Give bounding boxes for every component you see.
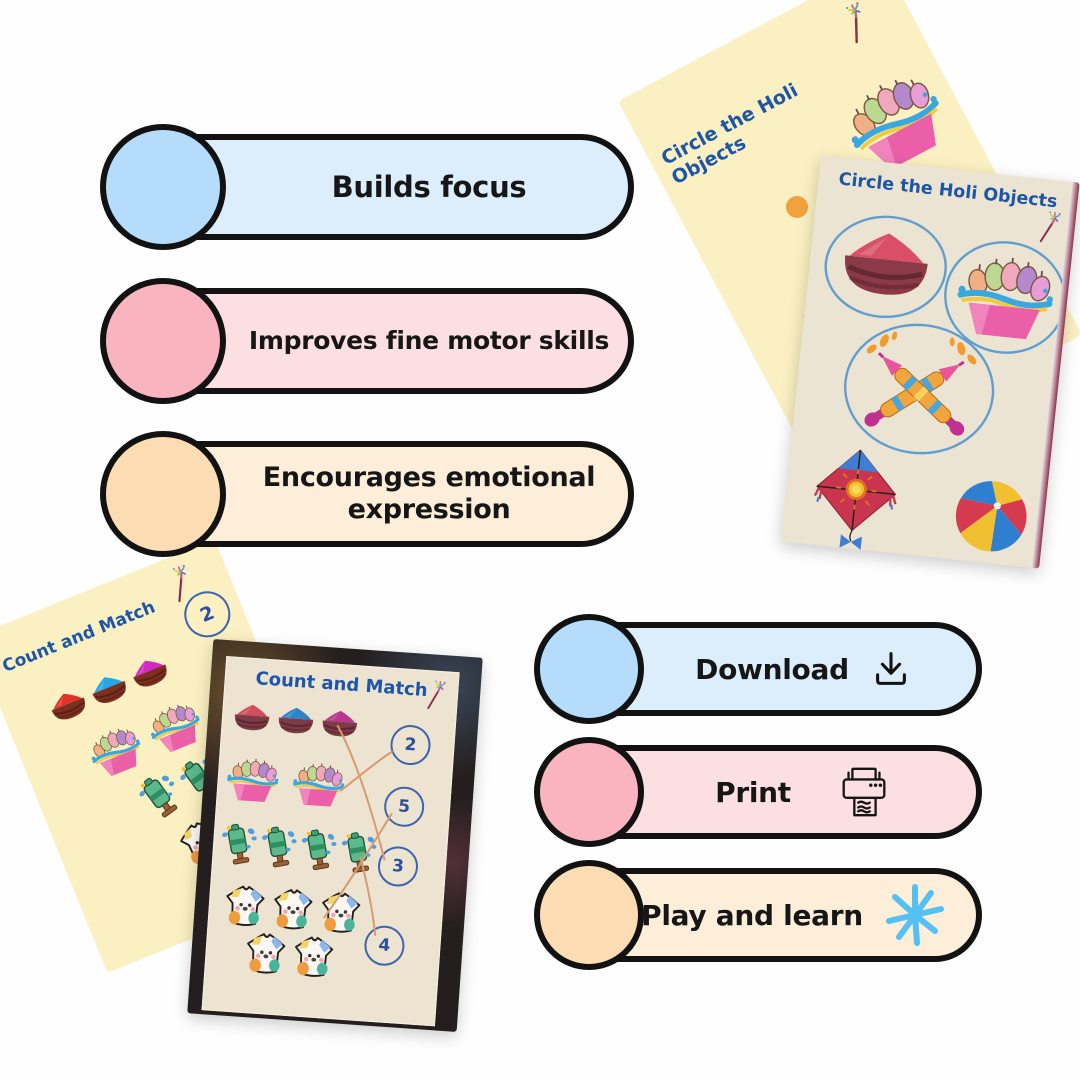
water-gun-icon	[218, 821, 259, 867]
feature-knob	[100, 124, 226, 250]
feature-pill-builds-focus: Builds focus	[100, 124, 634, 250]
balloon-basket-icon	[224, 756, 282, 804]
water-gun-icon	[258, 824, 299, 870]
feature-label: Improves fine motor skills	[248, 326, 610, 356]
t-shirt-icon	[245, 932, 287, 975]
kite-icon	[808, 444, 902, 555]
holi-pot-icon	[87, 669, 132, 709]
print-label: Print	[715, 775, 791, 809]
download-label: Download	[695, 652, 849, 686]
count-row-water-guns	[218, 821, 379, 875]
download-button-knob[interactable]	[534, 614, 644, 724]
count-row-baskets	[224, 756, 347, 809]
t-shirt-icon	[293, 935, 334, 979]
water-gun-icon	[298, 827, 339, 873]
t-shirt-icon	[320, 891, 362, 934]
feature-knob	[100, 431, 226, 557]
holi-pot-icon	[834, 220, 938, 308]
download-tray-icon	[875, 652, 906, 685]
feature-knob	[100, 278, 226, 404]
sparkler-icon	[427, 679, 447, 711]
worksheet-photo-count-match: Count and Match 2 5 3 4	[187, 639, 483, 1032]
worksheet-title: Circle the Holi Objects	[837, 169, 1059, 213]
holi-pot-icon	[46, 686, 91, 725]
balloon-basket-icon	[290, 760, 347, 809]
count-number-circle: 5	[382, 785, 426, 829]
holi-card-partial-item	[786, 196, 808, 218]
t-shirt-icon	[272, 887, 314, 931]
t-shirt-icon	[224, 884, 266, 928]
sparkler-icon	[1039, 209, 1063, 244]
worksheet-photo-circle-holi: Circle the Holi Objects	[780, 155, 1080, 569]
print-button-body[interactable]: Print	[566, 745, 982, 839]
feature-pill-body: Encourages emotional expression	[138, 441, 634, 547]
blue-starburst-icon	[885, 884, 944, 946]
count-row-pots	[231, 701, 361, 741]
feature-pill-body: Improves fine motor skills	[138, 288, 634, 394]
count-number-circle: 3	[376, 845, 420, 888]
count-number-circle: 4	[363, 924, 406, 968]
balloon-basket-icon	[82, 721, 150, 783]
print-button[interactable]: Print	[534, 737, 982, 847]
feature-pill-emotional-expression: Encourages emotional expression	[100, 431, 634, 557]
count-number-circle: 2	[389, 723, 432, 767]
holi-pot-icon	[320, 708, 360, 739]
sparkler-icon	[838, 0, 876, 44]
holi-pot-icon	[128, 653, 172, 692]
feature-pill-fine-motor: Improves fine motor skills	[100, 278, 634, 404]
feature-label: Encourages emotional expression	[262, 462, 596, 525]
worksheet-paper: Count and Match 2 5 3 4	[201, 655, 460, 1027]
water-gun-icon	[338, 830, 379, 875]
beach-ball-icon	[952, 477, 1031, 555]
print-button-knob[interactable]	[534, 737, 644, 847]
count-row-tshirts	[212, 882, 370, 982]
balloon-basket-icon	[951, 251, 1059, 345]
play-and-learn-label: Play and learn	[641, 898, 863, 932]
download-button[interactable]: Download	[534, 614, 982, 724]
printer-icon	[842, 767, 886, 817]
crossed-pichkaris-icon	[843, 322, 993, 454]
balloon-basket-icon	[142, 697, 209, 759]
play-and-learn-button-knob[interactable]	[534, 860, 644, 970]
holi-pot-icon	[276, 705, 316, 736]
feature-label: Builds focus	[331, 169, 527, 204]
play-and-learn-button[interactable]: Play and learn	[534, 860, 982, 970]
holi-pot-icon	[232, 702, 272, 733]
